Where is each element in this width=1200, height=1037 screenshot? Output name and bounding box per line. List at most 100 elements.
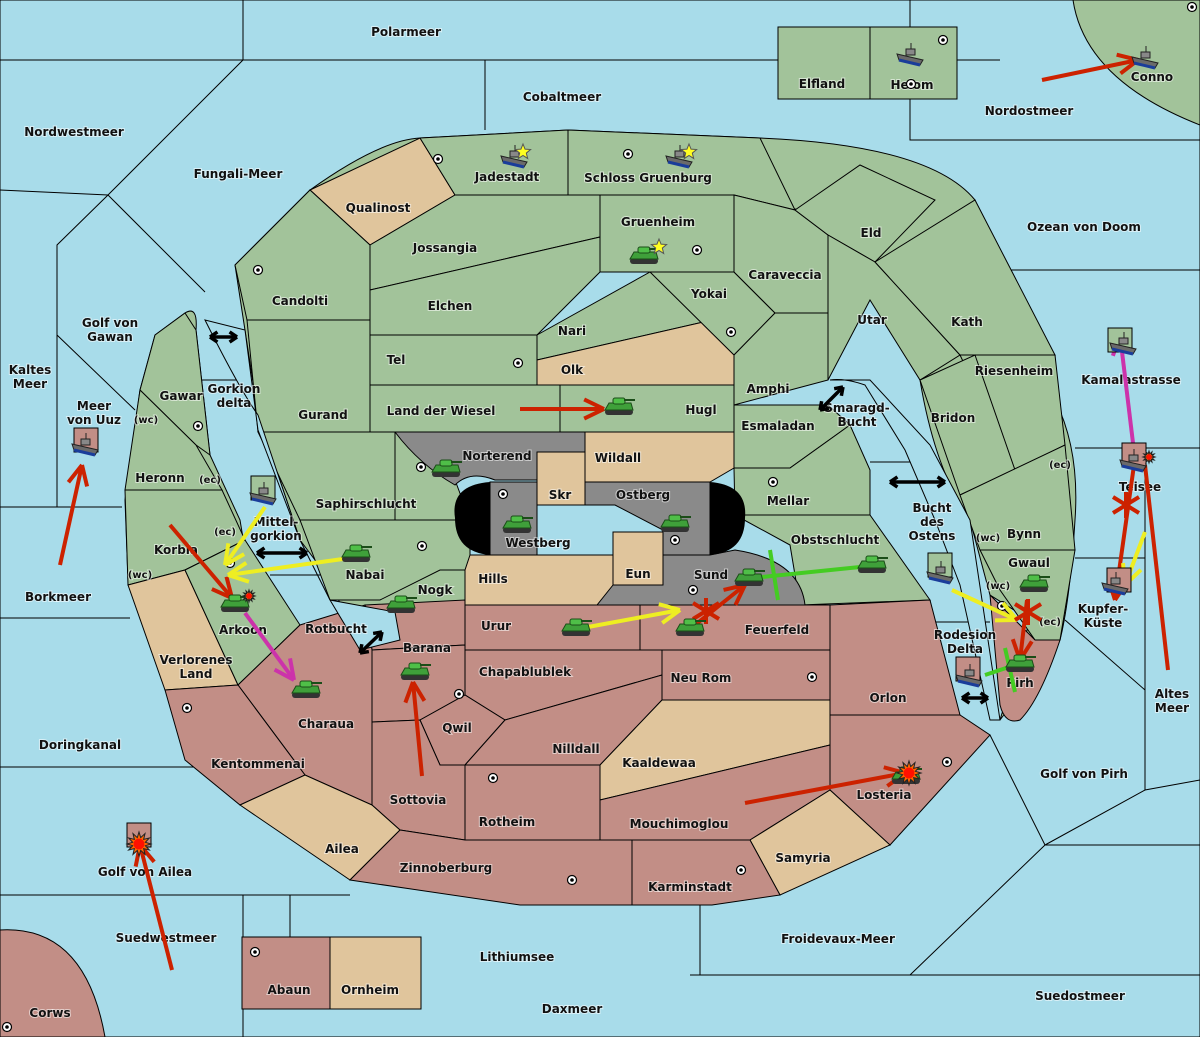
army-obstschlucht[interactable] (857, 555, 888, 573)
fleet-helom[interactable] (896, 43, 924, 67)
army-westberg[interactable] (502, 515, 533, 533)
label-ailea: Ailea (325, 842, 359, 856)
territory-skr[interactable] (536, 451, 586, 506)
label-sottovia: Sottovia (390, 793, 447, 807)
label-elchen: Elchen (428, 299, 473, 313)
fleet-mittel-gorkion[interactable] (249, 482, 277, 506)
label-eld: Eld (861, 226, 882, 240)
label-nordostmeer: Nordostmeer (985, 104, 1074, 118)
sea-bucht-des-ostens[interactable] (829, 379, 1001, 721)
label-rotbucht: Rotbucht (305, 622, 367, 636)
army-hugl[interactable] (604, 397, 635, 415)
label-borkmeer: Borkmeer (25, 590, 91, 604)
label-qwil: Qwil (442, 721, 472, 735)
army-nogk[interactable] (386, 595, 417, 613)
label-chapablublek: Chapablublek (479, 665, 572, 679)
label-esmaladan: Esmaladan (741, 419, 814, 433)
move-arrow-borkmeer-uuz (58, 463, 90, 566)
army-norterend[interactable] (431, 459, 462, 477)
fleet-meer-von-uuz[interactable] (71, 433, 99, 457)
label-ornheim: Ornheim (341, 983, 399, 997)
army-ostberg[interactable] (660, 514, 691, 532)
label-ostberg: Ostberg (616, 488, 670, 502)
army-gruenheim[interactable] (629, 246, 660, 264)
label-polarmeer: Polarmeer (371, 25, 441, 39)
army-nabai[interactable] (341, 544, 372, 562)
fleet-conno[interactable] (1131, 46, 1159, 70)
territory-karminstadt[interactable] (631, 839, 781, 906)
label-cobaltmeer: Cobaltmeer (523, 90, 601, 104)
territory-elfland[interactable] (777, 26, 871, 100)
coast-gwaul-ec: (ec) (1039, 617, 1061, 628)
army-urur[interactable] (561, 618, 592, 636)
fleet-kamalastrasse[interactable] (1109, 332, 1137, 356)
label-saphirschlucht: Saphirschlucht (316, 497, 417, 511)
territory-ailea[interactable] (238, 774, 401, 881)
label-bynn: Bynn (1007, 527, 1041, 541)
supply-center-icon (806, 671, 818, 683)
fleet-kupfer-kueste[interactable] (1101, 572, 1129, 596)
fleet-schloss-gruenburg[interactable] (665, 145, 693, 169)
supply-center-icon (415, 461, 427, 473)
fleet-rodesion-delta[interactable] (955, 664, 983, 688)
label-ozean-von-doom: Ozean von Doom (1027, 220, 1141, 234)
territory-obstschlucht[interactable] (734, 514, 931, 606)
adjacency-arrow-gawan (209, 330, 238, 344)
adjacency-arrow-rodesion (961, 691, 989, 705)
territory-wildall[interactable] (584, 431, 735, 483)
army-sund[interactable] (734, 568, 765, 586)
army-feuerfeld[interactable] (675, 618, 706, 636)
territory-eld[interactable] (794, 164, 936, 263)
label-froidevaux-meer: Froidevaux-Meer (781, 932, 895, 946)
label-lithiumsee: Lithiumsee (480, 950, 555, 964)
supply-center-icon (937, 34, 949, 46)
label-caraveccia: Caraveccia (748, 268, 821, 282)
label-gwaul: Gwaul (1008, 556, 1050, 570)
label-riesenheim: Riesenheim (975, 364, 1054, 378)
fleet-teisee[interactable] (1119, 449, 1147, 473)
territory-ornheim[interactable] (329, 936, 422, 1010)
fleet-jadestadt[interactable] (500, 145, 528, 169)
order-arrows (58, 52, 1170, 971)
label-urur: Urur (481, 619, 511, 633)
build-star-icon (514, 142, 532, 160)
label-barana: Barana (403, 641, 451, 655)
support-arrow-mittelgorkion (223, 505, 267, 567)
army-charaua[interactable] (291, 680, 322, 698)
fleet-bucht-des-ostens[interactable] (926, 561, 954, 585)
label-obstschlucht: Obstschlucht (791, 533, 880, 547)
label-losteria: Losteria (856, 788, 911, 802)
coast-korbia-ec: (ec) (214, 527, 236, 538)
dislodged-burst-golf-von-ailea (125, 830, 153, 858)
army-pirh[interactable] (1005, 654, 1036, 672)
label-karminstadt: Karminstadt (648, 880, 732, 894)
label-mellar: Mellar (767, 494, 809, 508)
label-nilldall: Nilldall (552, 742, 599, 756)
supply-center-icon (669, 534, 681, 546)
territory-candolti[interactable] (234, 189, 371, 321)
supply-center-icon (453, 688, 465, 700)
label-golf-von-pirh: Golf von Pirh (1040, 767, 1128, 781)
adjacency-arrow-rotbucht (358, 630, 384, 655)
supply-center-icon (252, 264, 264, 276)
label-gurand: Gurand (298, 408, 348, 422)
territory-amphi[interactable] (733, 312, 829, 406)
label-gawar: Gawar (159, 389, 202, 403)
supply-center-icon (566, 874, 578, 886)
territory-gruenheim[interactable] (599, 194, 735, 273)
build-star-icon (650, 237, 668, 255)
army-barana[interactable] (400, 662, 431, 680)
supply-center-icon (767, 476, 779, 488)
sea-gorkion-channel[interactable] (204, 319, 401, 651)
label-eun: Eun (625, 567, 650, 581)
label-kath: Kath (951, 315, 983, 329)
army-gwaul[interactable] (1019, 574, 1050, 592)
label-sund: Sund (694, 568, 728, 582)
coast-bynn-ec: (ec) (1049, 460, 1071, 471)
support-arrow-bucht (951, 588, 1019, 623)
label-mittel-gorkion: Mittel-gorkion (250, 515, 302, 543)
label-nogk: Nogk (418, 583, 454, 597)
